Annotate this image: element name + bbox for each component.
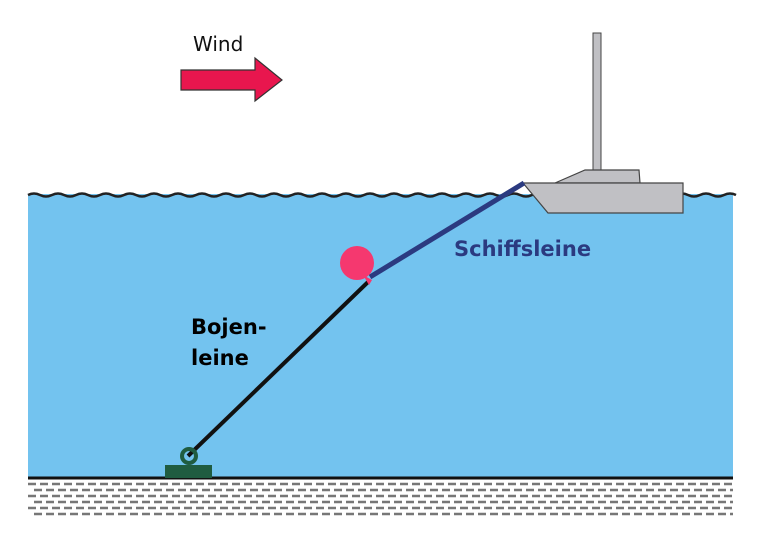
seabed-sediment [28, 482, 733, 516]
boat-cabin [554, 169, 641, 184]
buoy [340, 246, 374, 285]
boat-hull [521, 182, 684, 214]
boat-mast [592, 32, 602, 172]
buoy-line-label: Bojen- leine [191, 315, 267, 370]
ship-line-label: Schiffsleine [454, 237, 592, 261]
anchor-block [165, 447, 212, 478]
wind-arrow-icon [180, 56, 283, 103]
wind-label: Wind [193, 32, 244, 56]
buoy-line [186, 280, 370, 458]
ship-line [368, 180, 526, 280]
water [28, 194, 733, 478]
